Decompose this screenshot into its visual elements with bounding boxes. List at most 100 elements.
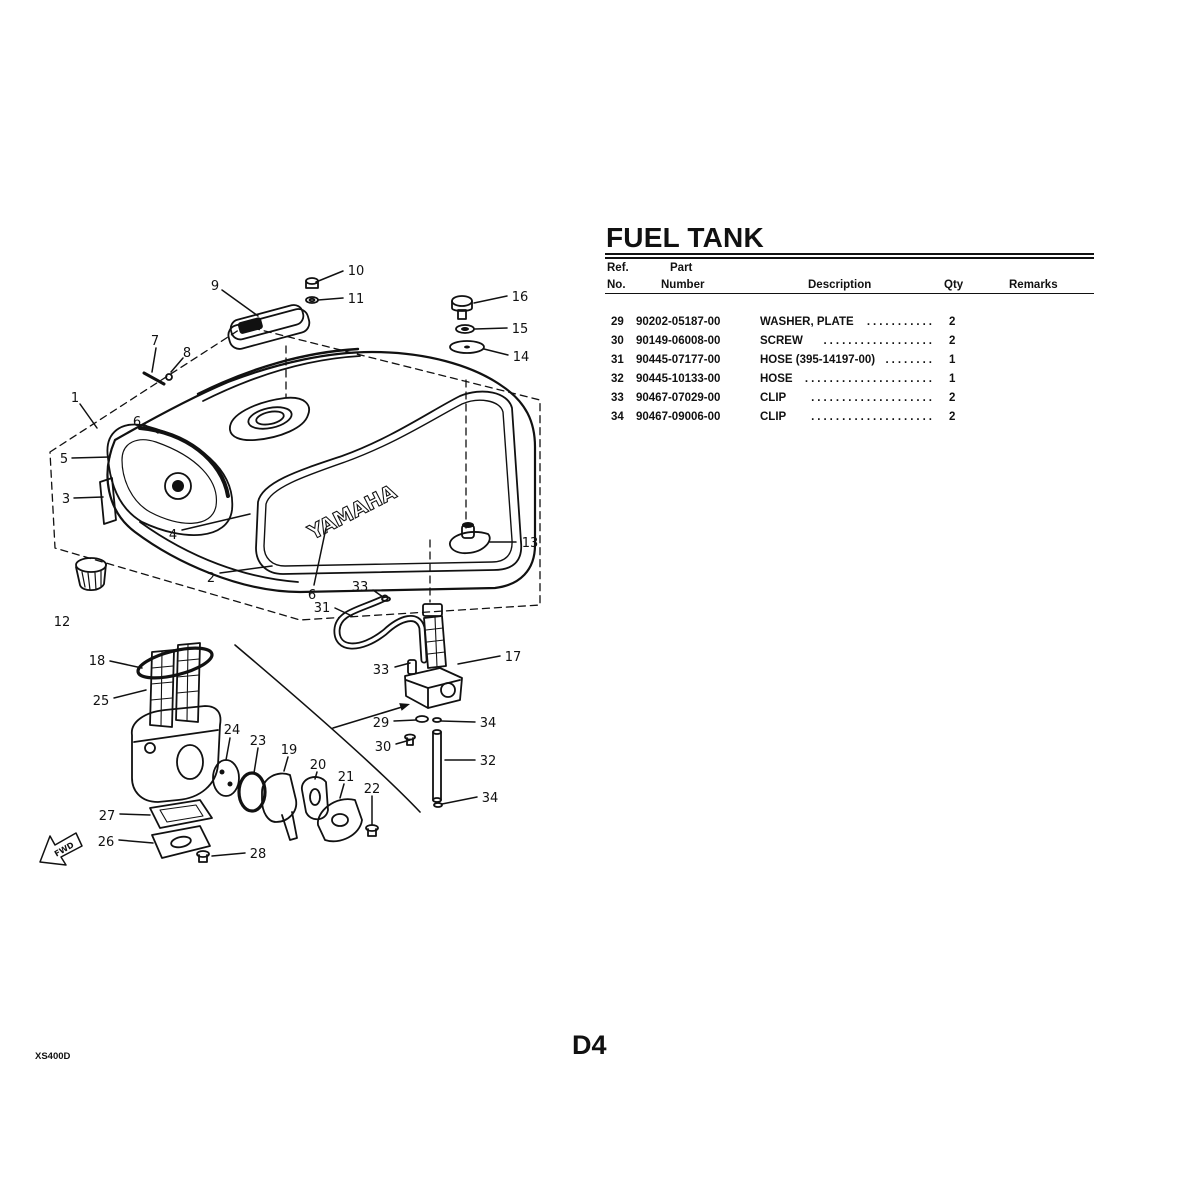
emblem-bracket xyxy=(99,477,117,525)
callout-number: 23 xyxy=(250,734,267,749)
quantity: 2 xyxy=(949,392,956,404)
part-number: 90467-07029-00 xyxy=(636,392,721,404)
knob-top xyxy=(75,557,107,573)
bolt-head xyxy=(451,295,473,307)
plate-washer xyxy=(415,715,429,723)
description: SCREW xyxy=(760,335,803,347)
callout-number: 29 xyxy=(373,716,390,731)
bolt-shank xyxy=(457,309,467,320)
cock-housing-edge xyxy=(133,729,219,743)
callout-number: 15 xyxy=(512,322,529,337)
leader-line xyxy=(393,719,417,722)
part-number: 90202-05187-00 xyxy=(636,316,721,328)
quantity: 2 xyxy=(949,316,956,328)
part-number: 90445-10133-00 xyxy=(636,373,721,385)
header-number: Number xyxy=(661,279,705,291)
leader-line xyxy=(317,297,344,301)
callout-number: 30 xyxy=(375,740,392,755)
callout-number: 21 xyxy=(338,770,355,785)
description: CLIP xyxy=(760,411,787,423)
cap-base-opening xyxy=(255,410,285,426)
table-row: 33 90467-07029-00 CLIP .................… xyxy=(0,392,1200,406)
table-row: 29 90202-05187-00 WASHER, PLATE ........… xyxy=(0,316,1200,330)
cock-lever xyxy=(261,772,298,841)
table-row: 32 90445-10133-00 HOSE .................… xyxy=(0,373,1200,387)
callout-number: 18 xyxy=(89,654,106,669)
rear-mount-washer xyxy=(455,324,475,334)
callout-number: 13 xyxy=(522,536,539,551)
cock-lever-hub xyxy=(440,682,456,698)
leader-line xyxy=(79,403,98,429)
leader-line xyxy=(253,747,259,774)
callout-number: 9 xyxy=(211,279,219,294)
callout-number: 20 xyxy=(310,758,327,773)
leader-line xyxy=(225,737,231,761)
quantity: 2 xyxy=(949,335,956,347)
gasket-inner xyxy=(159,804,204,823)
leader-line xyxy=(211,852,246,857)
o-ring-large xyxy=(136,646,214,680)
disc-hole xyxy=(227,781,233,787)
retainer-hole xyxy=(331,813,349,827)
table-row: 30 90149-06008-00 SCREW ................… xyxy=(0,335,1200,349)
callout-number: 8 xyxy=(183,346,191,361)
page-title: FUEL TANK xyxy=(606,222,764,253)
retainer-body xyxy=(317,798,363,843)
leader-dots: .................... xyxy=(811,392,935,404)
grommet-base xyxy=(449,531,491,555)
hose-sides xyxy=(432,731,442,801)
filter-tube-left xyxy=(149,649,175,728)
cock-body xyxy=(404,667,463,709)
page-number: D4 xyxy=(572,1030,607,1060)
plate-hole xyxy=(170,835,192,849)
callout-numbers: 10 11 9 16 15 14 7 8 1 6 5 3 4 2 6 13 12… xyxy=(54,264,539,862)
table-row: 31 90445-07177-00 HOSE (395-14197-00) ..… xyxy=(0,354,1200,368)
leader-line xyxy=(473,295,508,304)
leader-line xyxy=(474,327,508,330)
washer-hole xyxy=(308,297,316,303)
leader-line xyxy=(181,513,251,531)
retainer-screw xyxy=(365,824,379,837)
plate-hole xyxy=(309,788,321,806)
leader-line xyxy=(151,347,157,373)
leader-line xyxy=(314,771,318,780)
callout-number: 7 xyxy=(151,334,159,349)
leader-line xyxy=(221,289,259,317)
callout-number: 6 xyxy=(133,415,141,430)
header-qty: Qty xyxy=(944,279,964,291)
ref-no: 29 xyxy=(611,316,624,328)
cap-base-plate xyxy=(229,396,310,442)
header-remarks: Remarks xyxy=(1009,279,1058,291)
filter-screen xyxy=(423,615,447,669)
cock-mount-plate xyxy=(151,825,211,859)
plate-outer xyxy=(449,340,485,354)
filter-tube-right xyxy=(175,642,201,723)
description: CLIP xyxy=(760,392,787,404)
leader-line xyxy=(283,756,289,772)
part-number: 90445-07177-00 xyxy=(636,354,721,366)
quantity: 2 xyxy=(949,411,956,423)
lever-retainer-plate xyxy=(317,798,363,843)
part-number: 90467-09006-00 xyxy=(636,411,721,423)
knee-panel-inner xyxy=(263,399,513,567)
leader-line xyxy=(73,496,104,499)
callout-number: 6 xyxy=(308,588,316,603)
header-description: Description xyxy=(808,279,872,291)
cap-top xyxy=(229,304,305,341)
hose-bottom xyxy=(432,797,442,803)
tank-cap-knob xyxy=(75,557,107,592)
callout-number: 33 xyxy=(352,580,369,595)
leader-dots: .................... xyxy=(811,411,935,423)
fuel-cock-assembly xyxy=(404,603,463,709)
arrow-shape xyxy=(39,832,83,866)
description: HOSE (395-14197-00) xyxy=(760,354,876,366)
cap-washer xyxy=(305,296,319,304)
leader-dots: ........... xyxy=(866,316,935,328)
cock-port xyxy=(176,744,204,780)
leader-line xyxy=(144,424,159,434)
ref-no: 32 xyxy=(611,373,624,385)
emblem-mount-hole xyxy=(172,480,184,492)
tank-grommet xyxy=(449,522,491,555)
upper-clip xyxy=(432,717,442,723)
plate-hole xyxy=(464,345,470,349)
